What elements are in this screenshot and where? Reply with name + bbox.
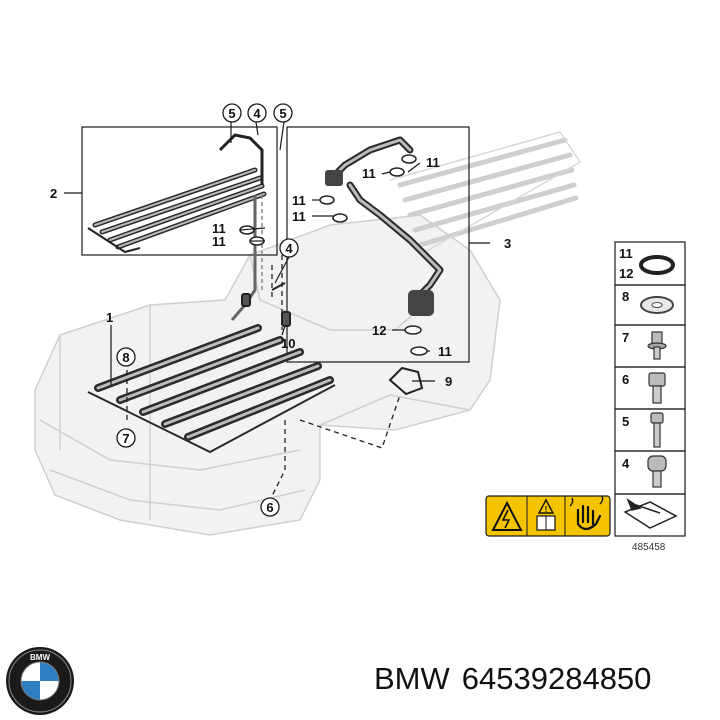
battery-housing-outline — [34, 214, 501, 536]
callout-9: 9 — [445, 374, 452, 389]
legend-label-8: 8 — [622, 289, 629, 304]
o-ring-icon — [639, 255, 675, 275]
ghost-cooling-plate — [397, 137, 579, 248]
svg-text:5: 5 — [279, 106, 286, 121]
part-number: 64539284850 — [461, 661, 652, 696]
callout-8: 8 — [116, 347, 136, 367]
manual-warning-icon: ! — [536, 498, 556, 531]
callout-11-g: 11 — [438, 344, 452, 359]
legend-label-6: 6 — [622, 372, 629, 387]
svg-text:6: 6 — [266, 500, 273, 515]
legend-label-5: 5 — [622, 414, 629, 429]
callout-4-mid: 4 — [279, 238, 299, 258]
callout-4-top: 4 — [247, 103, 267, 123]
callout-11-d: 11 — [292, 209, 306, 224]
seal-9 — [388, 366, 424, 396]
washers-box-3 — [319, 154, 428, 356]
svg-text:4: 4 — [285, 241, 293, 256]
high-voltage-warning-label: ! — [485, 495, 611, 537]
brand-name: BMW — [374, 661, 450, 696]
callout-12: 12 — [372, 323, 386, 338]
adhesive-pad-icon — [623, 498, 678, 529]
callout-3: 3 — [504, 236, 511, 251]
legend-label-12: 12 — [619, 266, 633, 281]
svg-text:7: 7 — [122, 431, 129, 446]
svg-text:BMW: BMW — [30, 653, 50, 662]
part-caption: BMW 64539284850 — [374, 654, 714, 704]
callout-2: 2 — [50, 186, 57, 201]
long-bolt-icon — [650, 412, 664, 448]
cooling-plate-1 — [87, 324, 336, 454]
callout-1: 1 — [106, 310, 113, 325]
callout-7: 7 — [116, 428, 136, 448]
callout-10: 10 — [281, 336, 295, 351]
callout-11-e: 11 — [212, 221, 226, 236]
hex-bolt-icon — [648, 372, 666, 404]
svg-text:5: 5 — [228, 106, 235, 121]
dashed-leaders — [126, 255, 401, 501]
socket-bolt-icon — [647, 455, 667, 488]
group-box-2 — [81, 126, 278, 256]
legend-label-11: 11 — [619, 246, 633, 261]
legend-panel: 11 12 8 7 6 5 4 — [614, 241, 686, 537]
legend-label-4: 4 — [622, 456, 630, 471]
callout-11-a: 11 — [426, 155, 440, 170]
high-voltage-icon — [491, 500, 523, 531]
svg-text:!: ! — [545, 505, 548, 514]
callout-6: 6 — [260, 497, 280, 517]
callout-11-f: 11 — [212, 234, 226, 249]
svg-text:8: 8 — [122, 350, 129, 365]
collar-bolt-icon — [647, 331, 667, 360]
callout-11-c: 11 — [292, 193, 306, 208]
leader-lines — [64, 121, 490, 385]
callout-5-left: 5 — [222, 103, 242, 123]
diagram-number: 485458 — [632, 542, 666, 553]
bmw-logo: BMW — [6, 647, 74, 715]
no-touch-hand-icon — [569, 495, 604, 531]
callout-11-b: 11 — [362, 166, 376, 181]
small-fittings — [241, 282, 291, 327]
svg-text:4: 4 — [253, 106, 261, 121]
callout-5-right: 5 — [273, 103, 293, 123]
legend-label-7: 7 — [622, 330, 629, 345]
